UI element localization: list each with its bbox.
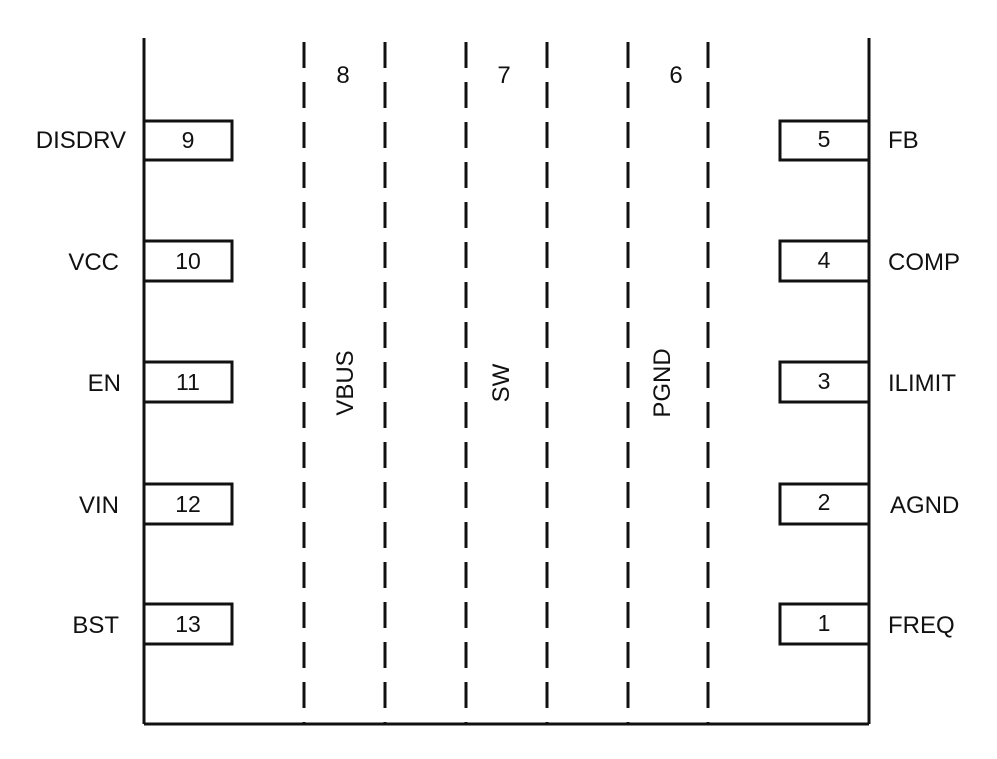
right-pin: 2 AGND <box>778 482 959 526</box>
left-pin: 12 VIN <box>79 482 234 526</box>
pin-number: 4 <box>818 247 831 273</box>
pin-pad <box>778 239 871 283</box>
pad-number: 7 <box>497 62 510 89</box>
pad-name: SW <box>488 363 515 402</box>
left-pin: 13 BST <box>72 602 234 646</box>
center-pad: 8 VBUS <box>332 62 359 416</box>
pin-number: 13 <box>175 611 201 637</box>
pin-number: 12 <box>175 491 201 517</box>
center-pad: 6 PGND <box>649 62 683 418</box>
pin-name: FB <box>888 127 919 154</box>
pad-boundaries <box>302 42 710 724</box>
pin-pad <box>778 482 871 526</box>
pin-name: EN <box>88 370 121 397</box>
pin-number: 9 <box>182 127 195 153</box>
pin-pad <box>142 239 234 283</box>
pin-name: COMP <box>888 249 960 276</box>
right-pin: 4 COMP <box>778 239 960 283</box>
pin-pad <box>778 360 871 404</box>
left-pin: 10 VCC <box>68 239 234 283</box>
pin-pad <box>142 602 234 646</box>
pin-name: ILIMIT <box>888 370 956 397</box>
pin-name: VIN <box>79 492 119 519</box>
pin-pad <box>142 482 234 526</box>
right-pin: 3 ILIMIT <box>778 360 956 404</box>
pin-pad <box>142 119 234 162</box>
right-pin: 1 FREQ <box>778 602 955 646</box>
pin-name: DISDRV <box>36 127 126 154</box>
pin-number: 11 <box>176 369 200 395</box>
pad-name: PGND <box>649 348 676 417</box>
pin-number: 1 <box>818 610 831 636</box>
pin-number: 3 <box>818 368 831 394</box>
pin-name: FREQ <box>888 612 955 639</box>
pin-number: 5 <box>818 126 831 152</box>
pin-name: AGND <box>890 492 959 519</box>
left-pin: 11 EN <box>88 360 234 404</box>
left-pin: 9 DISDRV <box>36 119 234 162</box>
pad-number: 6 <box>669 62 682 89</box>
pin-name: BST <box>72 612 119 639</box>
pin-name: VCC <box>68 249 119 276</box>
pad-name: VBUS <box>332 350 359 415</box>
pin-pad <box>778 602 871 646</box>
pin-number: 10 <box>175 248 201 274</box>
pin-pad <box>142 360 234 404</box>
pin-number: 2 <box>818 489 831 515</box>
center-pad: 7 SW <box>488 62 515 402</box>
pin-pad <box>778 119 871 162</box>
pad-number: 8 <box>336 62 349 89</box>
right-pin: 5 FB <box>778 119 919 162</box>
